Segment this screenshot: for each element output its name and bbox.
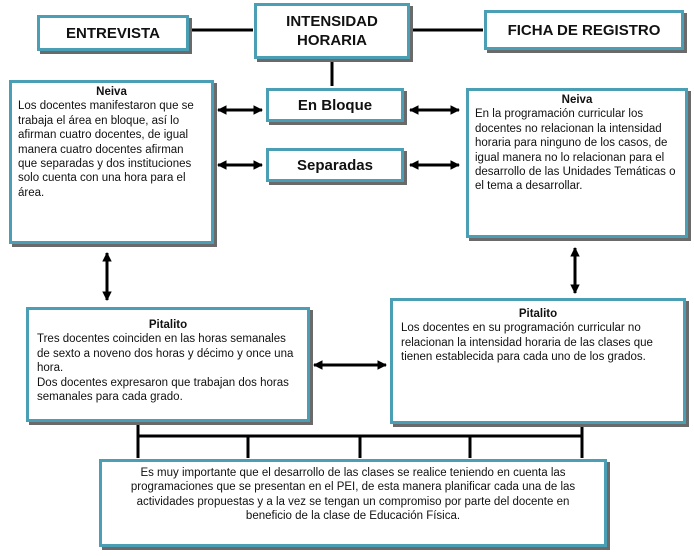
- ficha-registro-box: FICHA DE REGISTRO: [484, 10, 684, 50]
- separadas-box: Separadas: [266, 148, 404, 182]
- horaria-label: HORARIA: [297, 32, 367, 49]
- pitalito-left-text1: Tres docentes coinciden en las horas sem…: [37, 333, 294, 375]
- neiva-right-text: En la programación curricular los docent…: [475, 108, 676, 193]
- pitalito-left-text2: Dos docentes expresaron que trabajan dos…: [37, 376, 289, 404]
- pitalito-right-text: Los docentes en su programación curricul…: [401, 322, 653, 364]
- pitalito-right-box: Pitalito Los docentes en su programación…: [390, 298, 686, 424]
- en-bloque-box: En Bloque: [266, 88, 404, 122]
- neiva-left-title: Neiva: [96, 86, 127, 98]
- pitalito-right-title: Pitalito: [518, 308, 558, 320]
- separadas-label: Separadas: [297, 156, 373, 174]
- pitalito-left-box: Pitalito Tres docentes coinciden en las …: [26, 307, 310, 422]
- ficha-label: FICHA DE REGISTRO: [507, 21, 661, 39]
- neiva-left-text: Los docentes manifestaron que se trabaja…: [18, 100, 194, 199]
- conclusion-box: Es muy importante que el desarrollo de l…: [99, 459, 607, 547]
- neiva-right-box: Neiva En la programación curricular los …: [466, 88, 688, 238]
- entrevista-label: ENTREVISTA: [66, 24, 160, 42]
- neiva-left-box: Neiva Los docentes manifestaron que se t…: [9, 80, 214, 244]
- conclusion-text: Es muy importante que el desarrollo de l…: [130, 467, 576, 523]
- intensidad-label: INTENSIDAD: [286, 13, 378, 30]
- pitalito-left-title: Pitalito: [148, 319, 188, 331]
- intensidad-horaria-box: INTENSIDAD HORARIA: [254, 3, 410, 59]
- en-bloque-label: En Bloque: [297, 96, 373, 114]
- entrevista-box: ENTREVISTA: [37, 15, 189, 51]
- neiva-right-title: Neiva: [561, 94, 593, 106]
